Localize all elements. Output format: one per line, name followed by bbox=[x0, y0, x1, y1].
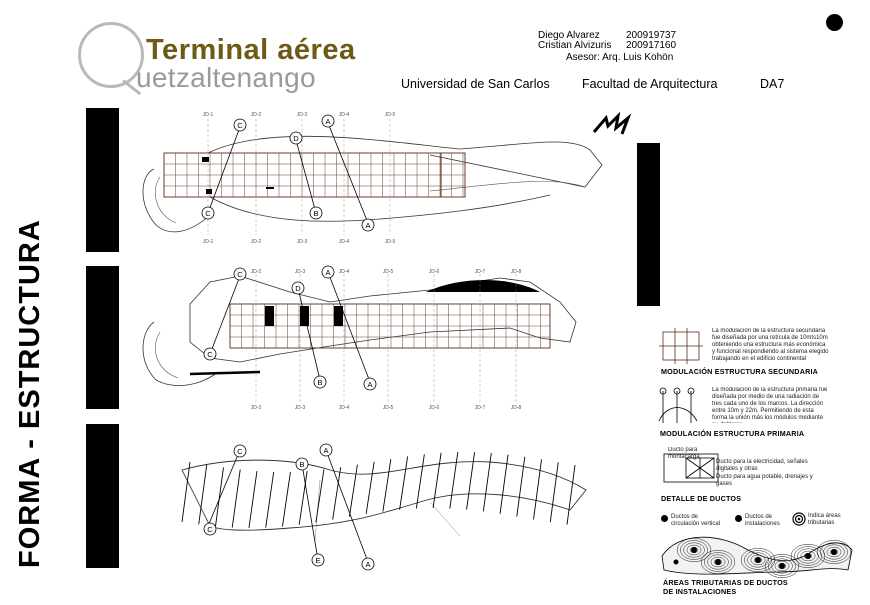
svg-text:JD-3: JD-3 bbox=[297, 239, 308, 245]
circulation-duct-icon bbox=[661, 515, 668, 522]
primary-heading: MODULACIÓN ESTRUCTURA PRIMARIA bbox=[660, 429, 805, 438]
svg-text:JD-1: JD-1 bbox=[203, 239, 214, 245]
left-bar-2 bbox=[86, 266, 119, 409]
marker-2: D bbox=[295, 284, 301, 293]
marker-3: A bbox=[325, 117, 330, 126]
tributary-area-icon bbox=[792, 512, 806, 526]
svg-text:JD-4: JD-4 bbox=[339, 405, 350, 411]
svg-text:JD-5: JD-5 bbox=[385, 112, 396, 118]
svg-text:JD-8: JD-8 bbox=[511, 405, 522, 411]
marker-5: E bbox=[315, 556, 320, 565]
svg-text:JD-5: JD-5 bbox=[383, 405, 394, 411]
title-line-2: uetzaltenango bbox=[136, 62, 316, 93]
right-bar bbox=[637, 143, 660, 306]
secondary-heading: MODULACIÓN ESTRUCTURA SECUNDARIA bbox=[661, 367, 819, 376]
marker-2: B bbox=[299, 460, 304, 469]
left-bar-3 bbox=[86, 424, 119, 568]
author-name-2: Cristian Alvizuris bbox=[538, 40, 612, 51]
marker-1: C bbox=[237, 270, 243, 279]
university: Universidad de San Carlos bbox=[401, 77, 550, 91]
course: DA7 bbox=[760, 77, 785, 91]
marker-5: B bbox=[313, 209, 318, 218]
primary-frame-diagram bbox=[658, 387, 698, 423]
tributary-key-2: Ductos de instalaciones bbox=[745, 514, 780, 527]
svg-text:JD-3: JD-3 bbox=[295, 405, 306, 411]
duct-item-2: Ducto para la electricidad, señales digi… bbox=[716, 459, 808, 472]
faculty: Facultad de Arquitectura bbox=[582, 77, 718, 91]
marker-6: A bbox=[365, 221, 370, 230]
title-line-1: Terminal aérea bbox=[146, 34, 356, 66]
tributary-heading-1: ÁREAS TRIBUTARIAS DE DUCTOS bbox=[663, 578, 788, 587]
installation-duct-icon bbox=[735, 515, 742, 522]
svg-text:JD-2: JD-2 bbox=[251, 239, 262, 245]
ducts-heading: DETALLE DE DUCTOS bbox=[661, 494, 742, 503]
marker-3: A bbox=[325, 268, 330, 277]
marker-3: A bbox=[323, 446, 328, 455]
marker-1: C bbox=[237, 121, 243, 130]
author-id-2: 200917160 bbox=[626, 40, 677, 51]
duct-item-3: Ducto para agua potable, drenajes y gase… bbox=[716, 474, 813, 487]
marker-1: C bbox=[237, 447, 243, 456]
svg-text:JD-7: JD-7 bbox=[475, 269, 486, 275]
author-name-1: Diego Alvarez bbox=[538, 30, 600, 41]
advisor: Asesor: Arq. Luis Kohön bbox=[566, 52, 674, 63]
svg-text:JD-3: JD-3 bbox=[295, 269, 306, 275]
tributary-heading-2: DE INSTALACIONES bbox=[663, 587, 737, 596]
corner-dot bbox=[826, 14, 843, 31]
duct-detail-diagram bbox=[663, 453, 719, 483]
svg-text:JD-2: JD-2 bbox=[251, 269, 262, 275]
logo-q-circle bbox=[78, 22, 144, 88]
marker-6: A bbox=[365, 560, 370, 569]
svg-text:JD-4: JD-4 bbox=[339, 239, 350, 245]
author-id-1: 200919737 bbox=[626, 30, 677, 41]
svg-text:JD-2: JD-2 bbox=[251, 112, 262, 118]
svg-text:JD-5: JD-5 bbox=[385, 239, 396, 245]
marker-2: D bbox=[293, 134, 299, 143]
svg-text:JD-2: JD-2 bbox=[251, 405, 262, 411]
marker-4: C bbox=[207, 525, 213, 534]
svg-text:JD-4: JD-4 bbox=[339, 269, 350, 275]
secondary-grid-diagram bbox=[659, 328, 703, 364]
left-bar-1 bbox=[86, 108, 119, 252]
marker-4: C bbox=[207, 350, 213, 359]
marker-4: C bbox=[205, 209, 211, 218]
svg-text:JD-4: JD-4 bbox=[339, 112, 350, 118]
duct-item-1: Ducto para montacarga bbox=[668, 447, 700, 460]
svg-text:JD-5: JD-5 bbox=[383, 269, 394, 275]
marker-5: B bbox=[317, 378, 322, 387]
svg-text:JD-1: JD-1 bbox=[203, 112, 214, 118]
svg-text:JD-7: JD-7 bbox=[475, 405, 486, 411]
side-label: FORMA - ESTRUCTURA bbox=[14, 219, 46, 568]
structure-plan-3: C B A C E A bbox=[181, 443, 587, 571]
north-arrow-icon bbox=[592, 112, 632, 135]
marker-6: A bbox=[367, 380, 372, 389]
svg-text:JD-8: JD-8 bbox=[511, 269, 522, 275]
secondary-text: La modulación de la estructura secundari… bbox=[712, 328, 829, 362]
svg-text:JD-6: JD-6 bbox=[429, 405, 440, 411]
svg-text:JD-6: JD-6 bbox=[429, 269, 440, 275]
tributary-key-1: Ductos de circulación vertical bbox=[671, 514, 721, 527]
tributary-areas-diagram bbox=[661, 536, 853, 578]
tributary-key-3: Indica áreas tributarias bbox=[808, 513, 841, 526]
svg-text:JD-3: JD-3 bbox=[297, 112, 308, 118]
primary-text: La modulación de la estructura primaria … bbox=[712, 387, 828, 423]
